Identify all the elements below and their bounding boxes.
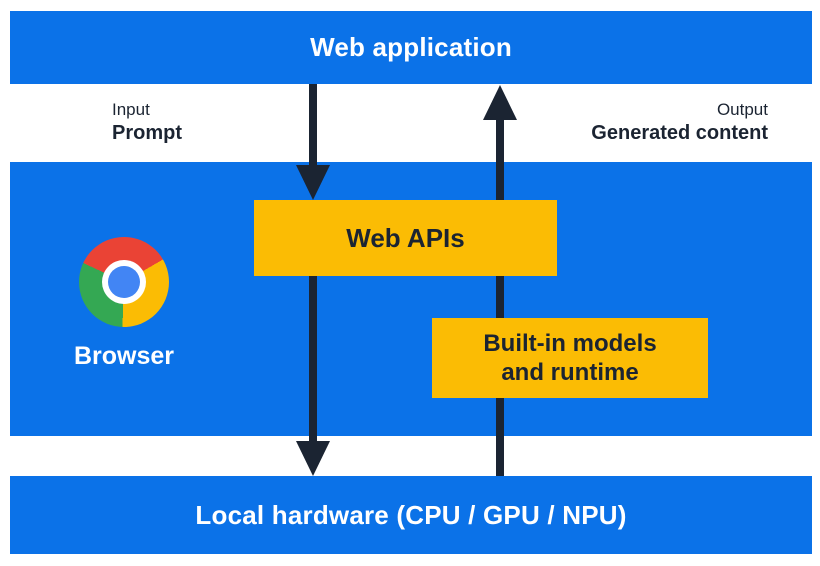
chrome-logo (79, 237, 169, 327)
web-application-bar: Web application (10, 11, 812, 84)
input-arrow-line-top (309, 84, 317, 167)
output-value: Generated content (591, 122, 768, 144)
web-apis-label: Web APIs (346, 222, 465, 253)
input-arrowhead-to-hardware (296, 441, 330, 476)
web-application-label: Web application (310, 32, 512, 62)
chrome-logo-blue-center (108, 266, 140, 298)
input-value: Prompt (112, 122, 182, 144)
input-flow-label: Input Prompt (112, 99, 182, 145)
input-arrow-line-bottom (309, 276, 317, 442)
local-hardware-label: Local hardware (CPU / GPU / NPU) (195, 499, 627, 530)
input-arrowhead-to-web-apis (296, 165, 330, 200)
input-caption: Input (112, 100, 150, 119)
builtin-models-line2: and runtime (501, 359, 639, 386)
output-caption: Output (716, 100, 768, 119)
browser-label: Browser (73, 342, 175, 370)
builtin-models-line1: Built-in models (483, 330, 657, 357)
local-hardware-bar: Local hardware (CPU / GPU / NPU) (10, 476, 812, 554)
output-arrowhead-to-web-application (483, 85, 517, 120)
web-apis-box: Web APIs (254, 200, 557, 276)
builtin-models-box: Built-in models and runtime (432, 318, 708, 398)
output-flow-label: Output Generated content (591, 99, 768, 145)
output-arrow-line (496, 118, 504, 476)
